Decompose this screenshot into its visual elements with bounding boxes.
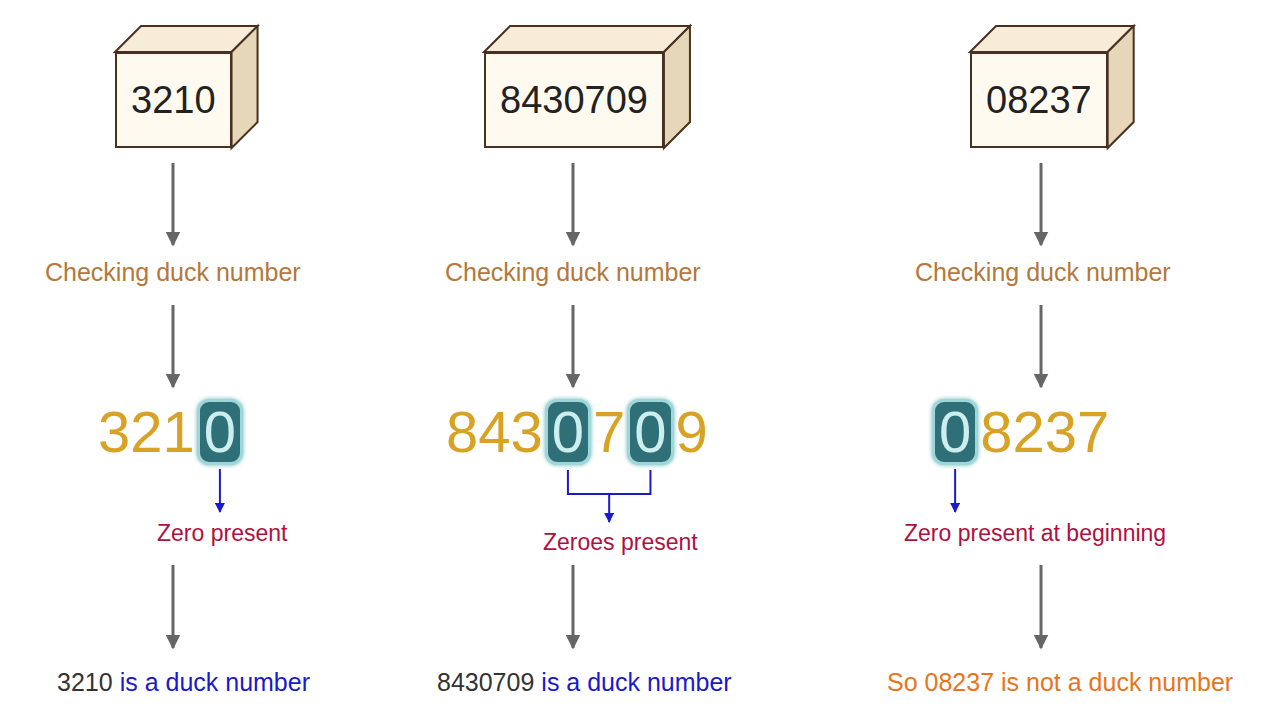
text-label: 321 xyxy=(98,403,195,461)
box-number: 3210 xyxy=(131,79,216,122)
box-number: 08237 xyxy=(986,79,1092,122)
text-label: Checking duck number xyxy=(45,258,301,287)
text-row: Zero present at beginning xyxy=(904,520,1166,547)
text-row: So 08237is not a duck number xyxy=(887,668,1233,697)
flow-arrow xyxy=(1040,163,1043,245)
text-label: is a duck number xyxy=(541,668,731,697)
text-row: Zero present xyxy=(157,520,287,547)
text-label: is a duck number xyxy=(120,668,310,697)
text-label: Checking duck number xyxy=(915,258,1171,287)
text-row: Checking duck number xyxy=(45,258,301,287)
flow-arrow xyxy=(1040,565,1043,648)
text-label: is not a duck number xyxy=(1001,668,1233,697)
text-label: 9 xyxy=(676,403,708,461)
flow-arrow xyxy=(172,565,175,648)
text-label: 843 xyxy=(446,403,543,461)
highlight-digit: 0 xyxy=(197,399,243,465)
text-row: Checking duck number xyxy=(445,258,701,287)
text-label: So 08237 xyxy=(887,668,994,697)
bracket xyxy=(568,470,651,494)
text-label: Checking duck number xyxy=(445,258,701,287)
text-label: Zero present at beginning xyxy=(904,520,1166,547)
text-row: 3210 xyxy=(98,399,245,465)
flow-arrow xyxy=(572,163,575,245)
text-row: 3210is a duck number xyxy=(57,668,310,697)
text-row: 8430709 xyxy=(446,399,708,465)
text-row: Checking duck number xyxy=(915,258,1171,287)
pointer-arrow xyxy=(608,494,610,522)
digit-text: 0 xyxy=(939,403,971,461)
pointer-arrow xyxy=(219,469,221,512)
digit-text: 0 xyxy=(552,403,584,461)
flow-arrow xyxy=(572,565,575,648)
number-box: 08237 xyxy=(970,52,1108,148)
text-label: 8237 xyxy=(980,403,1109,461)
highlight-digit: 0 xyxy=(545,399,591,465)
number-box: 3210 xyxy=(115,52,232,148)
text-row: Zeroes present xyxy=(543,529,698,556)
text-label: 3210 xyxy=(57,668,113,697)
text-row: 08237 xyxy=(930,399,1109,465)
text-label: Zeroes present xyxy=(543,529,698,556)
text-label: 7 xyxy=(593,403,625,461)
flow-arrow xyxy=(572,305,575,387)
highlight-digit: 0 xyxy=(627,399,673,465)
highlight-digit: 0 xyxy=(932,399,978,465)
digit-text: 0 xyxy=(204,403,236,461)
flow-arrows xyxy=(173,163,1041,648)
text-row: 8430709is a duck number xyxy=(437,668,732,697)
box-number: 8430709 xyxy=(500,79,648,122)
flow-arrow xyxy=(172,163,175,245)
digit-text: 0 xyxy=(634,403,666,461)
pointer-arrow xyxy=(954,469,956,512)
number-box: 8430709 xyxy=(484,52,664,148)
flow-arrow xyxy=(172,305,175,387)
flow-arrow xyxy=(1040,305,1043,387)
text-label: 8430709 xyxy=(437,668,534,697)
text-label: Zero present xyxy=(157,520,287,547)
